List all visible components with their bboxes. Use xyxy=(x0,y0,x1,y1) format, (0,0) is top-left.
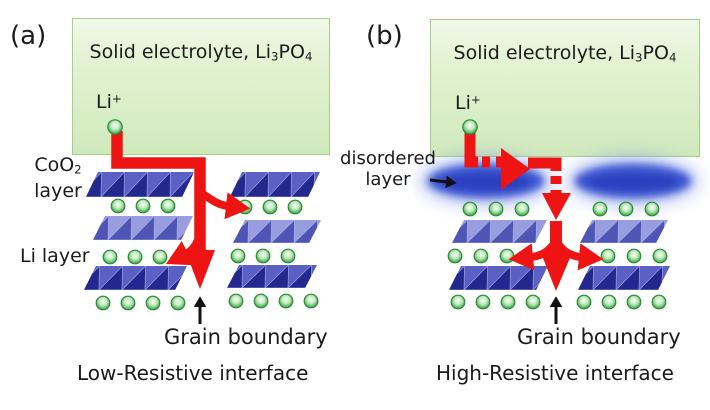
li-ion-dot xyxy=(120,295,136,311)
li-text: Li xyxy=(96,91,112,113)
li-ion-label-a: Li+ xyxy=(96,92,122,113)
li-ion-dot xyxy=(473,248,489,264)
electrolyte-label-b: Solid electrolyte, Li3PO4 xyxy=(430,43,700,64)
li-ion-dot xyxy=(601,294,617,310)
li-ion-dot xyxy=(228,293,244,309)
electrolyte-text: Solid electrolyte, Li xyxy=(453,42,636,64)
layer-text: layer xyxy=(365,169,411,190)
li-ion-dot xyxy=(626,294,642,310)
electrolyte-label-a: Solid electrolyte, Li3PO4 xyxy=(72,42,330,63)
li-ion-dot xyxy=(278,293,294,309)
li-ion-dot xyxy=(262,199,278,215)
solid-electrolyte-box-a xyxy=(72,18,330,155)
li-ion-dot xyxy=(525,294,541,310)
caption-a: Low-Resistive interface xyxy=(77,361,309,385)
coo2-slab xyxy=(449,266,548,290)
li-ion-dot xyxy=(127,249,143,265)
caption-b: High-Resistive interface xyxy=(436,361,674,385)
solid-electrolyte-box-b xyxy=(430,19,700,157)
subscript: 3 xyxy=(271,49,279,64)
li-ion-dot xyxy=(652,248,668,264)
li-ion-dot xyxy=(303,293,319,309)
li-layer-label: Li layer xyxy=(20,245,90,267)
subscript: 4 xyxy=(668,50,677,65)
grain-boundary-label-b: Grain boundary xyxy=(517,325,681,349)
disordered-layer-blob xyxy=(567,156,699,206)
li-flow-arrowhead xyxy=(541,253,572,291)
li-ion-dot xyxy=(651,294,667,310)
li-ion-dot xyxy=(462,201,478,217)
li-ion-dot xyxy=(576,294,592,310)
coo2-slab xyxy=(227,265,317,288)
li-ion-dot xyxy=(253,293,269,309)
li-ion-dot xyxy=(618,201,634,217)
electrolyte-text: Solid electrolyte, Li xyxy=(89,41,272,63)
li-ion-label-b: Li+ xyxy=(455,93,481,114)
li-ion-dot xyxy=(500,294,516,310)
li-ion-dot xyxy=(102,249,118,265)
li-ion-dot xyxy=(644,201,660,217)
coo2-text: CoO xyxy=(34,154,75,176)
li-ion-dot xyxy=(170,295,186,311)
li-ion-dot xyxy=(450,294,466,310)
disordered-text: disordered xyxy=(340,148,436,169)
li-ion-dot xyxy=(488,201,504,217)
li-ion-dot xyxy=(160,198,176,214)
layer-text: layer xyxy=(34,179,82,202)
coo2-slab xyxy=(230,172,320,197)
li-slab xyxy=(452,220,547,243)
li-flow-arrowhead xyxy=(185,250,215,289)
electrolyte-text: PO xyxy=(642,42,669,64)
superscript: + xyxy=(111,91,122,106)
li-slab xyxy=(93,216,193,240)
li-ion-dot xyxy=(475,294,491,310)
li-ion-dot xyxy=(499,248,515,264)
li-ion-dot xyxy=(230,248,246,264)
li-ion-dot xyxy=(135,198,151,214)
li-ion-dot xyxy=(145,295,161,311)
electrolyte-text: PO xyxy=(278,41,305,63)
li-slab xyxy=(233,220,321,243)
coo2-slab xyxy=(84,266,187,290)
li-ion-dot xyxy=(287,199,303,215)
li-flow-arrow xyxy=(165,227,205,266)
li-ion-dot xyxy=(592,201,608,217)
li-ion-dot xyxy=(626,248,642,264)
li-ion-dot xyxy=(95,295,111,311)
li-flow-arrow xyxy=(528,157,562,171)
subscript: 4 xyxy=(304,49,313,64)
li-ion-dot xyxy=(447,248,463,264)
coo2-slab xyxy=(86,172,194,197)
grain-boundary-label-a: Grain boundary xyxy=(164,325,328,349)
li-flow-arrowhead xyxy=(542,193,571,220)
li-slab xyxy=(580,220,668,243)
li-ion-dot xyxy=(255,248,271,264)
li-ion-dot xyxy=(110,198,126,214)
li-ion-dot xyxy=(237,199,253,215)
li-ion-dot xyxy=(600,248,616,264)
li-ion-dot xyxy=(280,248,296,264)
li-flow-arrow xyxy=(508,238,560,271)
coo2-layer-label: CoO2 layer xyxy=(22,155,94,202)
li-text: Li xyxy=(455,92,471,114)
li-ion-dot xyxy=(152,249,168,265)
coo2-slab xyxy=(578,266,670,290)
panel-a-tag: (a) xyxy=(10,21,47,51)
subscript: 2 xyxy=(74,162,82,177)
subscript: 3 xyxy=(635,50,643,65)
li-flow-arrow xyxy=(200,190,251,220)
panel-b-tag: (b) xyxy=(366,21,403,51)
li-ion-dot xyxy=(514,201,530,217)
li-flow-arrow xyxy=(552,238,604,271)
superscript: + xyxy=(470,92,481,107)
